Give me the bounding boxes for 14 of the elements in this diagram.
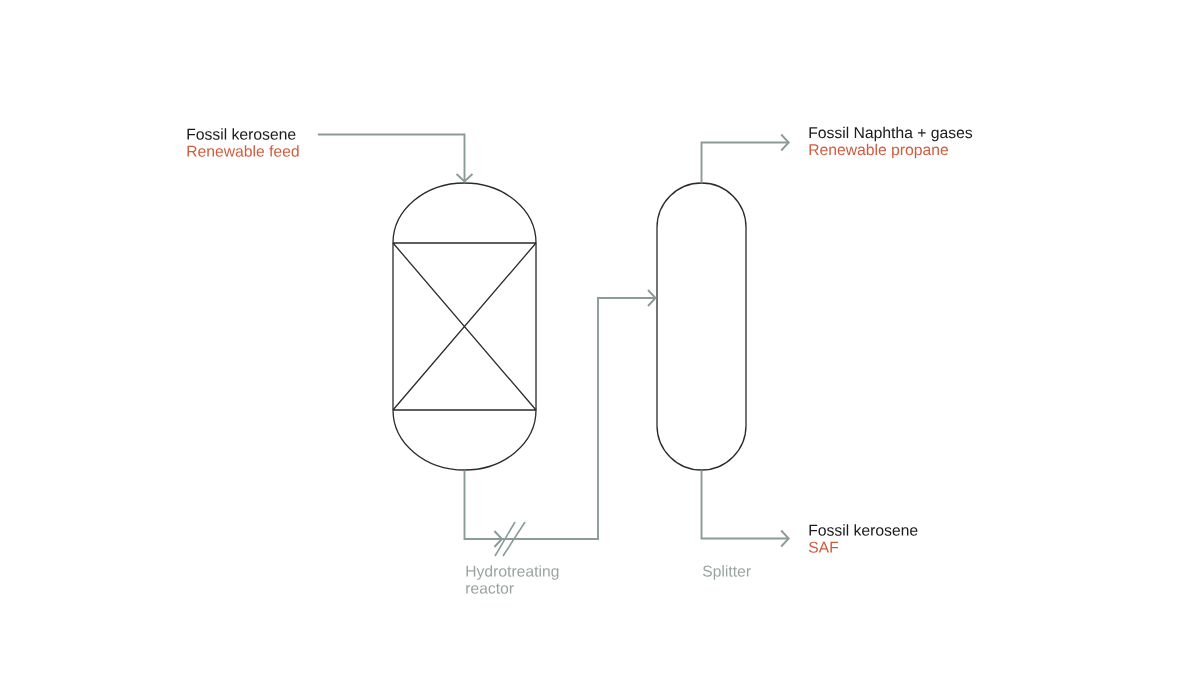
unit-label: Splitter xyxy=(702,565,751,580)
flow-arrow xyxy=(316,133,474,183)
flow-arrow xyxy=(700,469,790,548)
stream-label: SAF xyxy=(808,541,839,553)
stream-label: Fossil kerosene xyxy=(187,128,296,140)
splitter-column xyxy=(656,182,747,471)
stream-label: Fossil kerosene xyxy=(809,524,918,536)
reactor-vessel xyxy=(392,182,537,471)
stream-label: Renewable feed xyxy=(187,145,299,157)
unit-label: Hydrotreating reactor xyxy=(466,565,559,594)
flow-arrow xyxy=(700,133,790,184)
flow-arrow xyxy=(463,289,657,548)
stream-label: Renewable propane xyxy=(809,143,948,159)
stream-label: Fossil Naphtha + gases xyxy=(809,126,973,142)
